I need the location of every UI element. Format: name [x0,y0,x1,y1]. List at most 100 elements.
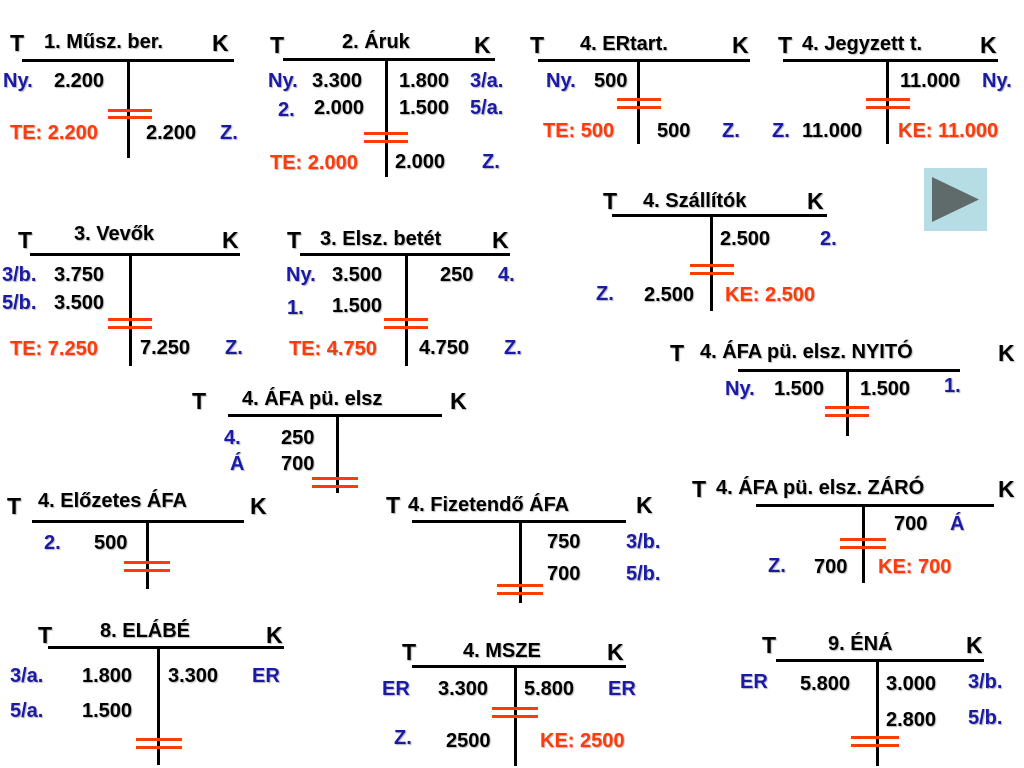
entry-ref: 4. [224,427,241,449]
closing-mark [108,116,152,119]
entry-ref: Ny. [546,70,576,92]
entry-ref: Á [950,513,965,535]
debit-label: T [287,227,302,253]
entry-amount: 500 [657,120,691,142]
debit-label: T [530,32,545,58]
t-account-vline [886,60,889,144]
account-title: 4. MSZE [463,640,541,662]
closing-mark [690,272,734,275]
credit-label: K [266,622,283,648]
entry-amount: 3.500 [54,292,105,314]
entry-ref: ER [382,678,410,700]
credit-label: K [732,32,749,58]
debit-label: T [778,32,793,58]
entry-amount: 1.800 [82,665,133,687]
entry-ref: Ny. [982,70,1012,92]
closing-mark [384,318,428,321]
credit-label: K [250,493,267,519]
credit-label: K [474,32,491,58]
t-account-vline [129,254,132,366]
entry-amount: 1.500 [332,295,383,317]
closing-mark [866,106,910,109]
debit-label: T [603,188,618,214]
entry-ref: ER [740,671,768,693]
account-title: 3. Vevők [74,223,155,245]
entry-ref: Z. [394,727,412,749]
entry-amount: 11.000 [900,70,961,92]
entry-ref: 3/a. [470,70,504,92]
entry-ref: 5/b. [626,563,661,585]
debit-label: T [692,476,707,502]
credit-label: K [980,32,997,58]
closing-mark [497,592,543,595]
entry-amount: 3.300 [438,678,489,700]
t-account-hline [612,214,827,217]
t-account-hline [30,253,240,256]
account-title: 9. ÉNÁ [828,633,893,655]
entry-amount: 2.500 [644,284,695,306]
entry-ref: 3/b. [626,531,661,553]
closing-mark [851,736,899,739]
debit-turnover: TE: 500 [543,120,615,142]
credit-label: K [607,639,624,665]
entry-ref: 2. [44,532,61,554]
debit-label: T [38,622,53,648]
closing-mark [497,584,543,587]
closing-mark [617,106,661,109]
entry-amount: 2.800 [886,709,937,731]
entry-ref: 1. [944,375,961,397]
entry-amount: 750 [547,531,581,553]
entry-ref: 1. [287,297,304,319]
debit-label: T [7,493,22,519]
entry-ref: 3/a. [10,665,44,687]
credit-label: K [998,476,1015,502]
entry-ref: 5/a. [470,97,504,119]
entry-amount: 3.300 [168,665,219,687]
entry-ref: 5/a. [10,700,44,722]
t-account-hline [756,504,994,507]
entry-ref: Z. [225,337,243,359]
entry-ref: Ny. [3,70,33,92]
entry-amount: 500 [594,70,628,92]
account-title: 8. ELÁBÉ [100,620,191,642]
credit-balance: KE: 11.000 [898,120,999,142]
t-account-hline [776,659,984,662]
t-account-vline [157,647,160,765]
closing-mark [364,132,408,135]
debit-turnover: TE: 2.000 [270,152,358,174]
entry-amount: 1.500 [860,378,911,400]
closing-mark [312,485,358,488]
entry-amount: 1.500 [399,97,450,119]
entry-ref: 5/b. [2,292,37,314]
debit-label: T [270,32,285,58]
debit-label: T [18,227,33,253]
entry-ref: Z. [220,122,238,144]
t-account-vline [710,215,713,311]
debit-label: T [670,340,685,366]
closing-mark [124,569,170,572]
entry-amount: 250 [281,427,315,449]
debit-turnover: TE: 4.750 [289,338,377,360]
closing-mark [690,264,734,267]
t-account-hline [48,646,284,649]
entry-ref: Ny. [725,378,755,400]
account-title: 4. Jegyzett t. [802,33,923,55]
entry-amount: 5.800 [800,673,851,695]
entry-ref: Z. [596,283,614,305]
t-account-hline [783,59,998,62]
t-account-vline [862,505,865,583]
closing-mark [617,98,661,101]
t-account-vline [637,60,640,144]
closing-mark [492,707,538,710]
debit-label: T [762,632,777,658]
account-title: 1. Műsz. ber. [44,31,163,53]
account-title: 4. ÁFA pü. elsz. NYITÓ [700,341,913,363]
account-title: 4. Fizetendő ÁFA [408,494,570,516]
next-slide-button[interactable] [924,168,987,231]
entry-amount: 2.500 [720,228,771,250]
entry-amount: 1.500 [82,700,133,722]
credit-balance: KE: 2500 [540,730,625,752]
entry-amount: 5.800 [524,678,575,700]
entry-ref: Á [230,453,245,475]
entry-ref: 2. [820,228,837,250]
